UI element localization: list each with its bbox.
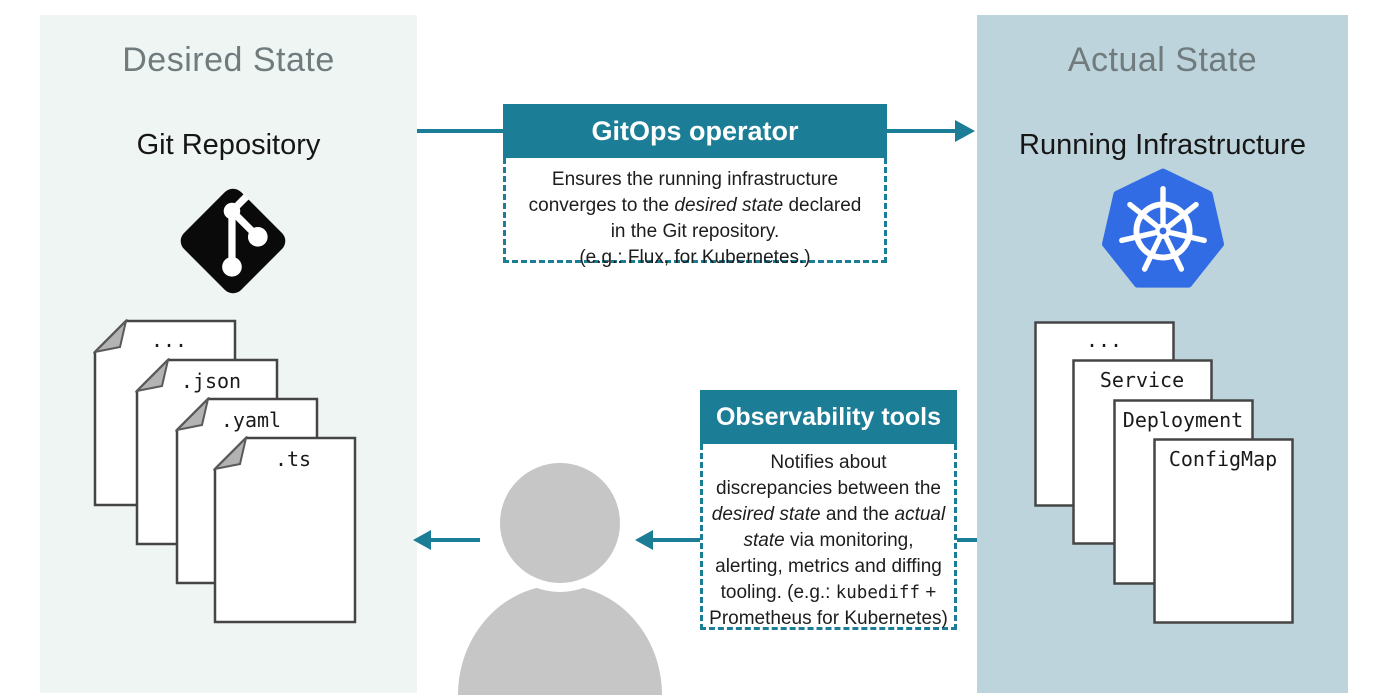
doc-label: Service bbox=[1100, 368, 1184, 392]
doc-card-configmap: ConfigMap bbox=[1153, 438, 1294, 624]
flow-line-git-to-operator bbox=[417, 129, 503, 133]
doc-label: .ts bbox=[275, 447, 311, 471]
doc-label: .yaml bbox=[221, 408, 281, 432]
arrow-right-icon bbox=[955, 120, 975, 142]
doc-label: ... bbox=[151, 328, 187, 352]
flow-line-infra-to-observability bbox=[957, 538, 977, 542]
doc-label: ConfigMap bbox=[1169, 447, 1277, 471]
flow-line-operator-to-infra bbox=[887, 129, 957, 133]
doc-card-ts: .ts bbox=[213, 436, 357, 624]
desired-state-title: Desired State bbox=[122, 41, 335, 79]
observability-tools-description: Notifies about discrepancies between the… bbox=[700, 444, 957, 630]
git-repository-label: Git Repository bbox=[136, 129, 321, 161]
desired-state-panel: Desired State Git Repository ... .json bbox=[40, 15, 417, 693]
gitops-operator-title: GitOps operator bbox=[503, 104, 887, 158]
gitops-operator-box: GitOps operator Ensures the running infr… bbox=[503, 104, 887, 268]
flow-line-observability-to-person bbox=[651, 538, 700, 542]
running-infrastructure-label: Running Infrastructure bbox=[1019, 129, 1306, 161]
observability-tools-box: Observability tools Notifies about discr… bbox=[700, 390, 957, 630]
actual-state-title: Actual State bbox=[1067, 41, 1258, 79]
doc-label: Deployment bbox=[1123, 408, 1243, 432]
arrow-left-icon bbox=[635, 530, 653, 550]
observability-tools-title: Observability tools bbox=[700, 390, 957, 444]
doc-label: ... bbox=[1086, 328, 1122, 352]
git-icon bbox=[180, 188, 286, 294]
actual-state-panel: Actual State Running Infrastructure ... bbox=[977, 15, 1348, 693]
person-shoulders bbox=[458, 585, 662, 695]
flow-line-person-to-git bbox=[429, 538, 480, 542]
doc-label: .json bbox=[181, 369, 241, 393]
gitops-operator-description: Ensures the running infrastructure conve… bbox=[503, 158, 887, 268]
arrow-left-icon bbox=[413, 530, 431, 550]
person-head bbox=[500, 463, 620, 583]
kubernetes-icon bbox=[1102, 168, 1224, 288]
